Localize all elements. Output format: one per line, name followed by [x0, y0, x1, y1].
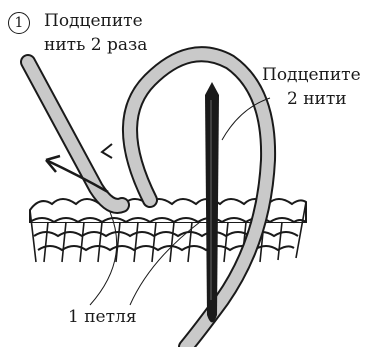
label-hook-threads-line1: Подцепите: [262, 64, 361, 86]
label-hook-twice-line2: нить 2 раза: [44, 34, 147, 56]
label-one-loop: 1 петля: [68, 306, 137, 328]
label-hook-threads-line2: 2 нити: [287, 88, 347, 110]
step-number-badge: 1: [8, 12, 30, 34]
knitting-needle-icon: [205, 82, 219, 323]
step-number: 1: [15, 16, 24, 30]
label-hook-twice-line1: Подцепите: [44, 10, 143, 32]
